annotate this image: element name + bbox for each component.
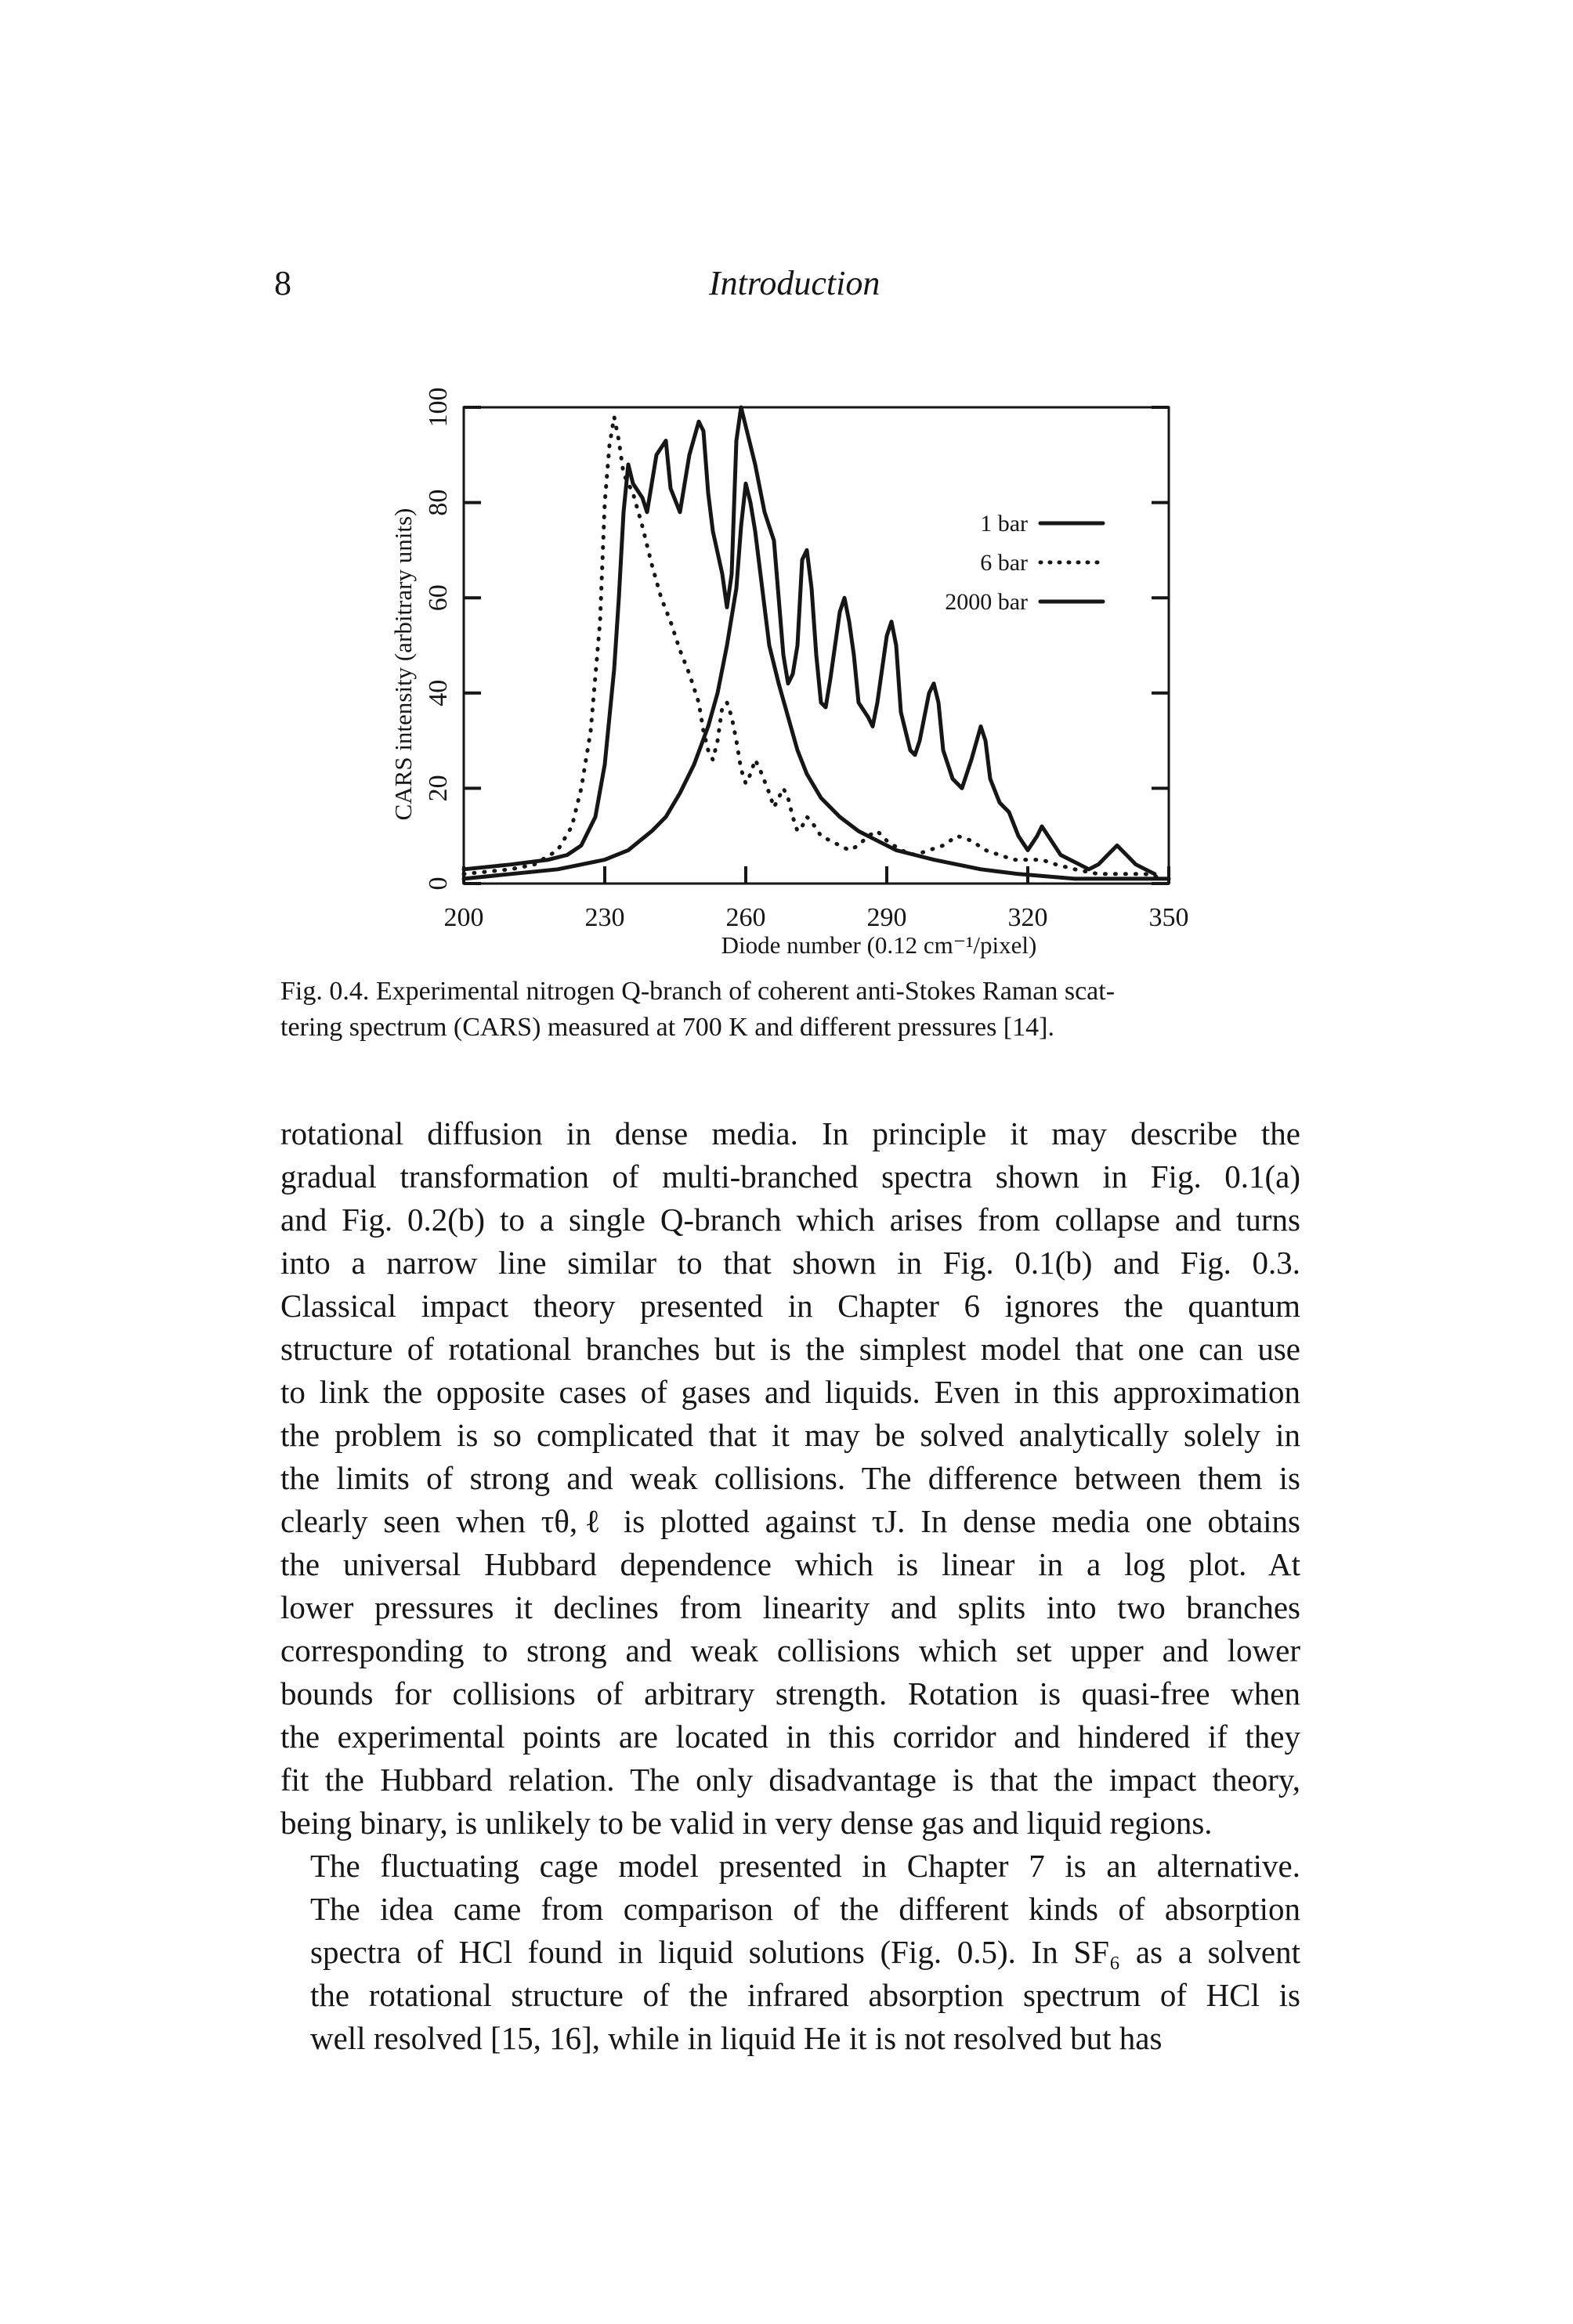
x-tick-label: 290 bbox=[867, 903, 907, 932]
paragraph-1-line: clearly seen when τθ,ℓ is plotted agains… bbox=[280, 1503, 1300, 1539]
paragraph-1-line: Classical impact theory presented in Cha… bbox=[280, 1288, 1300, 1324]
paragraph-1-line: the universal Hubbard dependence which i… bbox=[280, 1546, 1300, 1582]
paragraph-1-line: gradual transformation of multi-branched… bbox=[280, 1158, 1300, 1195]
running-head: Introduction bbox=[709, 264, 881, 302]
legend-label: 6 bar bbox=[980, 550, 1028, 576]
series-line-6-bar bbox=[461, 414, 1166, 881]
figure: 200 230 260 290 320 350 0 20 40 60 80 100 1 bar 6 ba… bbox=[0, 0, 1573, 987]
paragraph-1-line: rotational diffusion in dense media. In … bbox=[280, 1115, 1300, 1151]
paragraph-1-line: structure of rotational branches but is … bbox=[280, 1331, 1300, 1367]
x-tick-label: 350 bbox=[1149, 903, 1189, 932]
paragraph-2-line: spectra of HCl found in liquid solutions… bbox=[310, 1934, 1300, 1970]
plot-frame bbox=[462, 406, 1170, 885]
series-layer bbox=[461, 405, 1171, 881]
legend-layer: 1 bar 6 bar 2000 bar bbox=[945, 511, 1105, 615]
x-tick-label: 230 bbox=[585, 903, 625, 932]
paragraph-2: The fluctuating cage model presented in … bbox=[280, 1845, 1300, 2060]
y-axis-label: CARS intensity (arbitrary units) bbox=[389, 508, 417, 821]
y-tick-label: 100 bbox=[424, 388, 453, 428]
caption-line: tering spectrum (CARS) measured at 700 K… bbox=[280, 1013, 1054, 1042]
axes-layer: 200 230 260 290 320 350 0 20 40 60 80 100 bbox=[424, 388, 1189, 933]
legend-label: 1 bar bbox=[980, 511, 1028, 537]
x-axis-label: Diode number (0.12 cm⁻¹/pixel) bbox=[721, 931, 1037, 959]
y-tick-label: 0 bbox=[424, 877, 453, 891]
paragraph-2-line: the rotational structure of the infrared… bbox=[310, 1977, 1300, 2013]
paragraph-2-line: The fluctuating cage model presented in … bbox=[310, 1848, 1300, 1884]
paragraph-1-line: the experimental points are located in t… bbox=[280, 1719, 1300, 1755]
paragraph-1-line: bounds for collisions of arbitrary stren… bbox=[280, 1675, 1300, 1711]
paragraph-1-line: to link the opposite cases of gases and … bbox=[280, 1374, 1300, 1410]
caption-text: Fig. 0.4. Experimental nitrogen Q-branch… bbox=[280, 974, 1299, 1046]
paragraph-1-line: and Fig. 0.2(b) to a single Q-branch whi… bbox=[280, 1202, 1300, 1238]
x-tick-label: 200 bbox=[444, 903, 484, 932]
paragraph-1-line: the limits of strong and weak collisions… bbox=[280, 1460, 1300, 1496]
cars-spectrum-chart: 200 230 260 290 320 350 0 20 40 60 80 100 1 bar 6 ba… bbox=[389, 388, 1189, 960]
page-number: 8 bbox=[274, 264, 291, 302]
paragraph-1-line: corresponding to strong and weak collisi… bbox=[280, 1632, 1300, 1668]
paragraph-2-line: The idea came from comparison of the dif… bbox=[310, 1891, 1300, 1927]
y-tick-label: 40 bbox=[424, 680, 453, 707]
series-line-1-bar bbox=[461, 405, 1157, 876]
y-tick-label: 80 bbox=[424, 490, 453, 516]
paragraph-2-line: well resolved [15, 16], while in liquid … bbox=[310, 2020, 1163, 2056]
y-tick-label: 20 bbox=[424, 775, 453, 801]
body-text: rotational diffusion in dense media. In … bbox=[280, 1112, 1300, 2060]
y-tick-label: 60 bbox=[424, 584, 453, 611]
paragraph-1-line: into a narrow line similar to that shown… bbox=[280, 1245, 1300, 1281]
paragraph-1-line: fit the Hubbard relation. The only disad… bbox=[280, 1762, 1300, 1798]
paragraph-1-line: being binary, is unlikely to be valid in… bbox=[280, 1805, 1213, 1841]
x-tick-label: 260 bbox=[726, 903, 766, 932]
paragraph-1-line: the problem is so complicated that it ma… bbox=[280, 1417, 1300, 1453]
figure-caption: Fig. 0.4. Experimental nitrogen Q-branch… bbox=[280, 974, 1299, 1046]
paragraph-1: rotational diffusion in dense media. In … bbox=[280, 1112, 1300, 1845]
paragraph-1-line: lower pressures it declines from lineari… bbox=[280, 1589, 1300, 1625]
series-line-2000-bar bbox=[461, 481, 1171, 881]
x-tick-label: 320 bbox=[1008, 903, 1048, 932]
caption-line: Fig. 0.4. Experimental nitrogen Q-branch… bbox=[280, 977, 1116, 1006]
legend-label: 2000 bar bbox=[945, 589, 1028, 615]
